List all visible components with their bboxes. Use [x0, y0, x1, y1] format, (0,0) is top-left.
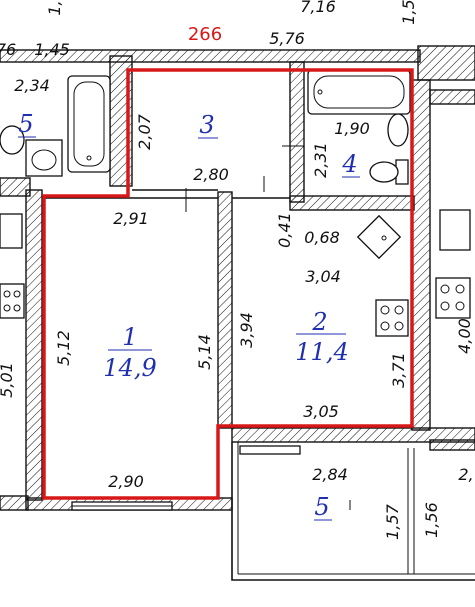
- dim-2-90: 2,90: [108, 472, 144, 491]
- toilet: [369, 161, 399, 183]
- dim-5-12: 5,12: [54, 330, 73, 366]
- bathtub-left: [67, 75, 111, 173]
- cut-label-top-left: 1,: [45, 0, 64, 15]
- dim-1-90: 1,90: [334, 119, 370, 138]
- room-number-4: 4: [341, 150, 357, 178]
- dim-1-56: 1,56: [422, 502, 441, 538]
- room-area-1: 14,9: [103, 354, 156, 382]
- wall-neighbour-right: [429, 89, 475, 105]
- room-number-5-left: 5: [18, 110, 33, 138]
- sink-left-neighbour: [0, 213, 23, 249]
- dim-5-76: 5,76: [269, 29, 305, 48]
- dim-1-45: 1,45: [34, 40, 70, 59]
- balcony-door: [239, 445, 301, 455]
- dim-2-34: 2,34: [14, 76, 50, 95]
- top-marker: 266: [188, 24, 222, 45]
- wall-bath-bottom: [289, 195, 415, 211]
- sink: [387, 113, 409, 147]
- kitchen-sink: [356, 214, 402, 260]
- dim-5-14: 5,14: [195, 334, 214, 370]
- dim-3-94: 3,94: [237, 312, 256, 348]
- cut-label-left-a: 76: [0, 40, 16, 59]
- toilet-left: [0, 125, 25, 155]
- dim-3-04: 3,04: [305, 267, 341, 286]
- cut-label-top-right-b: 1,5: [399, 0, 418, 25]
- apartment-outline: [42, 68, 414, 500]
- balcony-outline: [231, 442, 475, 581]
- dim-0-41: 0,41: [275, 212, 294, 248]
- sink-right-neighbour: [439, 209, 471, 251]
- wall-bottom-kitchen: [231, 427, 475, 443]
- dim-0-68: 0,68: [304, 228, 340, 247]
- dim-3-05: 3,05: [303, 402, 339, 421]
- dim-2-07: 2,07: [135, 113, 154, 149]
- dim-2-84: 2,84: [312, 465, 348, 484]
- wall-hall-bath: [289, 61, 305, 203]
- stove-right-neighbour: [435, 277, 471, 319]
- cut-label-left-c: 5,01: [0, 362, 16, 398]
- wall-partition-1-2: [217, 191, 233, 429]
- dim-1-57: 1,57: [383, 503, 402, 539]
- room-number-5-balcony: 5: [314, 493, 329, 521]
- dim-2-31: 2,31: [311, 142, 330, 178]
- wall-right: [411, 79, 431, 431]
- room-area-2: 11,4: [295, 338, 348, 366]
- cut-label-top-right-a: 7,16: [300, 0, 336, 16]
- dim-3-71: 3,71: [389, 352, 408, 388]
- dim-2-91: 2,91: [113, 209, 149, 228]
- stove-left-neighbour: [0, 283, 25, 319]
- room-number-2: 2: [311, 308, 327, 336]
- cut-label-right-a: 4,00: [455, 318, 474, 354]
- wall-top-right: [417, 45, 475, 81]
- wall-neighbour-right-low: [429, 439, 475, 451]
- wall-neighbour-left: [0, 177, 31, 197]
- wall-neighbour-left-low: [0, 495, 29, 511]
- wall-left: [25, 189, 43, 501]
- room-number-1: 1: [122, 323, 137, 351]
- stove: [375, 299, 409, 337]
- room-number-3: 3: [199, 111, 214, 139]
- cut-label-right-b: 2,: [458, 465, 473, 484]
- dim-2-80: 2,80: [193, 165, 229, 184]
- sink-left: [25, 139, 63, 177]
